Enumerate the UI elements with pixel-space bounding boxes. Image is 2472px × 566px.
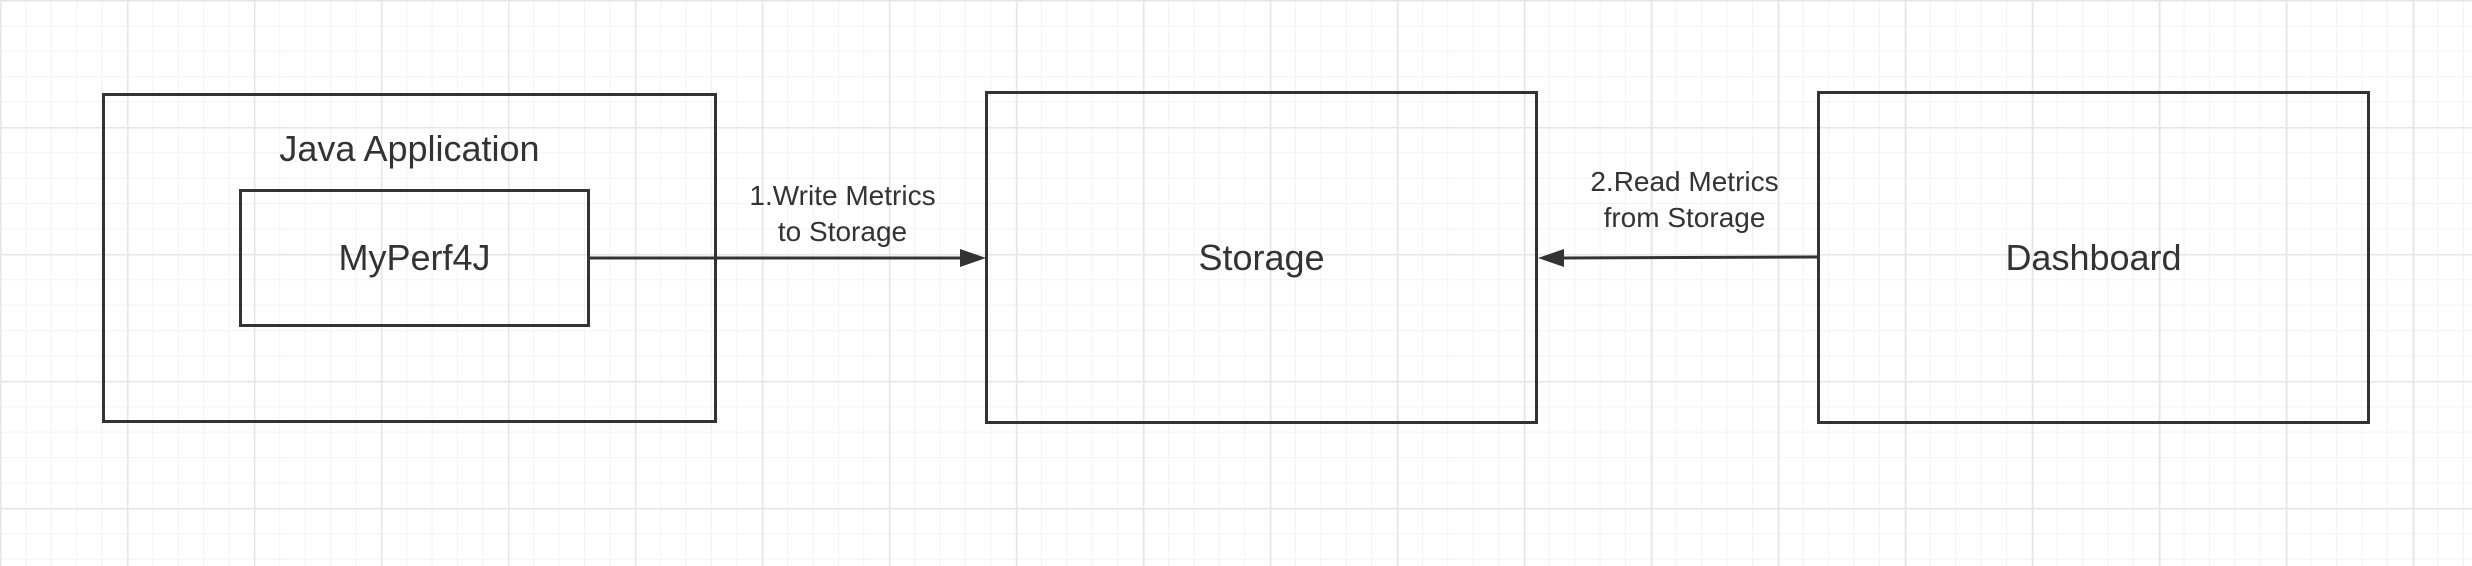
write-metrics-edge[interactable] <box>589 249 986 267</box>
read-metrics-label-line-1: 2.Read Metrics <box>1590 166 1779 197</box>
dashboard-node[interactable] <box>1817 91 2370 424</box>
write-metrics-label-line-2: to Storage <box>777 216 908 247</box>
write-metrics-label: 1.Write Metrics to Storage <box>700 178 985 250</box>
java-application-label: Java Application <box>279 128 540 169</box>
myperf4j-label: MyPerf4J <box>338 237 491 278</box>
write-metrics-arrowhead <box>960 249 986 267</box>
read-metrics-edge[interactable] <box>1538 249 1819 267</box>
write-metrics-label-line-1: 1.Write Metrics <box>749 180 936 211</box>
read-metrics-label: 2.Read Metrics from Storage <box>1542 164 1827 236</box>
myperf4j-node[interactable] <box>239 189 590 327</box>
storage-node[interactable] <box>985 91 1538 424</box>
storage-label: Storage <box>1198 237 1325 278</box>
dashboard-label: Dashboard <box>2005 237 2182 278</box>
read-metrics-edge-line <box>1561 255 1819 260</box>
read-metrics-arrowhead <box>1538 249 1564 267</box>
read-metrics-label-line-2: from Storage <box>1603 202 1766 233</box>
